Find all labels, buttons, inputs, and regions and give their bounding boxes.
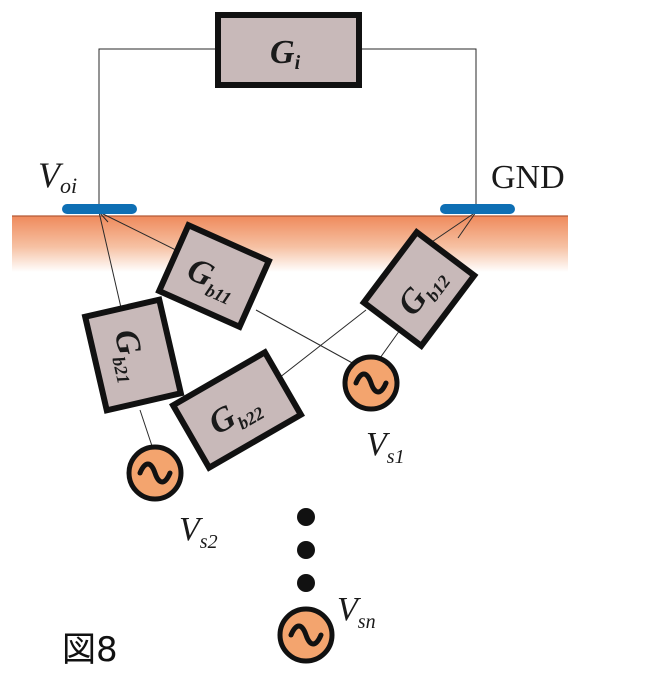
- label-vs2: Vs2: [179, 511, 218, 553]
- ellipsis-dots: [297, 508, 315, 592]
- resistor-gi: Gi: [215, 12, 362, 88]
- sine-icon: [288, 623, 324, 647]
- vsn-sub: sn: [358, 611, 376, 633]
- resistor-gb21: Gb21: [81, 296, 185, 414]
- soil-surface: [12, 216, 568, 272]
- electrode-gnd: [440, 204, 515, 214]
- voi-main: V: [38, 155, 64, 195]
- label-gnd: GND: [491, 159, 565, 196]
- resistor-gb12: Gb12: [359, 227, 479, 351]
- label-voi: Voi: [38, 155, 77, 198]
- resistor-gb22: Gb22: [169, 348, 305, 472]
- gi-main: G: [270, 34, 295, 71]
- sine-icon: [353, 371, 389, 395]
- source-vs1: [342, 354, 400, 412]
- gi-sub: i: [295, 52, 301, 74]
- svg-text:Gi: Gi: [270, 34, 301, 74]
- electrode-voi: [62, 204, 137, 214]
- resistor-gb11: Gb11: [155, 221, 273, 331]
- source-vsn: [277, 606, 335, 664]
- label-vs1: Vs1: [366, 426, 405, 468]
- figure-caption: 図8: [62, 630, 118, 670]
- vs1-sub: s1: [387, 446, 405, 468]
- source-vs2: [126, 444, 184, 502]
- label-vsn: Vsn: [337, 591, 376, 633]
- sine-icon: [137, 461, 173, 485]
- voi-sub: oi: [60, 173, 77, 198]
- vs2-sub: s2: [200, 531, 218, 553]
